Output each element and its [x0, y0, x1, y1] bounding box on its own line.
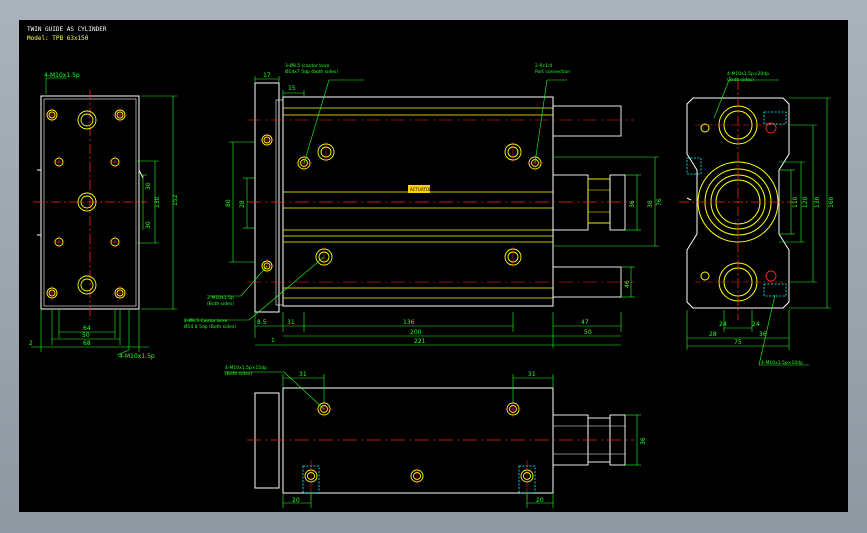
cad-drawing: TWIN GUIDE AS CYLINDER Model: TPB 63x150 — [27, 26, 835, 508]
right-dim-28: 28 — [709, 331, 717, 338]
front-dim-50: 50 — [584, 329, 592, 336]
right-dim-75: 75 — [734, 339, 742, 346]
front-dim-38: 38 — [647, 200, 654, 208]
cad-drawing-canvas[interactable]: TWIN GUIDE AS CYLINDER Model: TPB 63x150 — [19, 20, 848, 512]
left-dim-2: 2 — [29, 340, 33, 347]
front-dim-1: 1 — [271, 337, 275, 344]
bottom-dim-31a: 31 — [299, 371, 307, 378]
front-callout-bore-b: 2-Ø8.5 Cantor bore — [184, 317, 228, 324]
front-dim-46: 46 — [624, 280, 631, 288]
front-callout-port: 2-Rc1/4 — [535, 63, 552, 69]
drawing-title: TWIN GUIDE AS CYLINDER — [27, 26, 107, 33]
front-dim-200: 200 — [410, 329, 422, 336]
left-dim-50: 50 — [82, 332, 90, 339]
drawing-model: Model: TPB 63x150 — [27, 35, 89, 42]
bottom-dim-20b: 20 — [536, 497, 544, 504]
left-dim-30b: 30 — [145, 221, 152, 229]
front-dim-31: 31 — [287, 319, 295, 326]
bottom-view: 4-M10x1.5p×15dp (Both sides) 31 31 20 20… — [224, 365, 647, 508]
right-dim-36: 36 — [759, 331, 767, 338]
bottom-dim-20a: 20 — [292, 497, 300, 504]
front-dim-47: 47 — [581, 319, 589, 326]
left-dim-152: 152 — [172, 194, 179, 206]
bottom-callout: 4-M10x1.5p×15dp — [225, 365, 267, 371]
front-view: ACTUATOR — [184, 62, 663, 348]
left-callout-top: 4-M10x1.5p — [44, 72, 80, 79]
right-callout-bottom: 4-M10x1.5p×10dp — [761, 360, 803, 366]
left-dim-30a: 30 — [145, 182, 152, 190]
front-callout-bore-2: Ø14x7 5dp (both sides) — [285, 68, 338, 75]
left-callout-bottom: 4-M10x1.5p — [119, 353, 155, 360]
front-callout-bore: 3-Ø8.5 (cantor bore — [285, 62, 330, 69]
bottom-dim-36: 36 — [640, 437, 647, 445]
right-dim-130: 130 — [814, 196, 821, 208]
right-dim-120: 120 — [802, 196, 809, 208]
bottom-dim-31b: 31 — [528, 371, 536, 378]
product-label-badge — [408, 185, 430, 193]
front-callout-tap: 2-M10x1.5p — [207, 295, 234, 301]
right-dim-24a: 24 — [719, 321, 727, 328]
product-label-text: ACTUATOR — [410, 187, 432, 192]
right-callout-top: 4-M10x1.5p×20dp — [727, 71, 769, 77]
front-dim-15: 15 — [288, 85, 296, 92]
right-callout-top-2: (Both sides) — [727, 77, 754, 83]
front-callout-bore-b-2: Ø14.8 5dp (Both sides) — [184, 323, 236, 330]
front-dim-28: 28 — [239, 200, 246, 208]
front-dim-221: 221 — [414, 338, 426, 345]
left-dim-64: 64 — [83, 325, 91, 332]
front-callout-tap-2: (Both sides) — [207, 301, 234, 307]
right-dim-24b: 24 — [752, 321, 760, 328]
bottom-callout-2: (Both sides) — [225, 371, 252, 377]
right-dim-160: 160 — [828, 196, 835, 208]
front-dim-80: 80 — [225, 199, 232, 207]
right-dim-110: 110 — [792, 196, 799, 208]
front-callout-port-2: Port connection — [535, 69, 570, 75]
left-dim-130: 130 — [154, 196, 161, 208]
right-end-view: 4-M10x1.5p×20dp (Both sides) 4-M10x1.5p×… — [679, 71, 835, 366]
front-dim-36: 36 — [629, 200, 636, 208]
front-dim-17: 17 — [263, 72, 271, 79]
front-dim-76: 76 — [656, 198, 663, 206]
front-dim-8-5: 8.5 — [257, 319, 267, 326]
left-end-view: 4-M10x1.5p 4-M10x1.5p 152 130 30 30 64 5… — [29, 72, 179, 360]
left-dim-68: 68 — [83, 340, 91, 347]
front-dim-136: 136 — [403, 319, 415, 326]
